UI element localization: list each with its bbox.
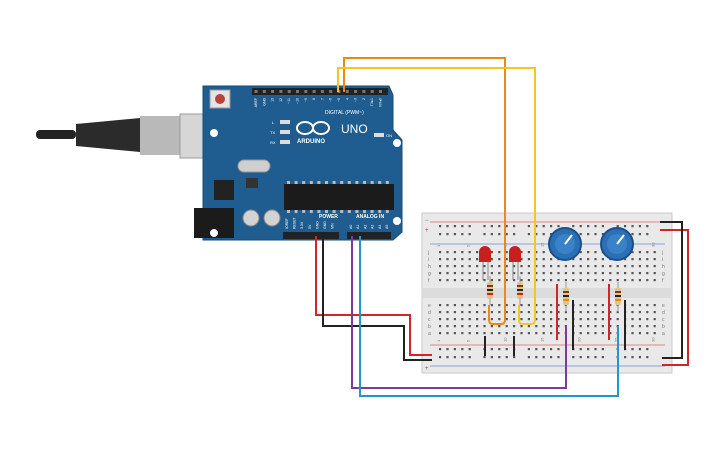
column-number: 5: [466, 244, 471, 247]
led-l-label: L: [272, 120, 275, 125]
row-letter: f: [428, 278, 430, 284]
row-letter: d: [662, 310, 665, 316]
led-tx-label: TX: [270, 130, 275, 135]
digital-pin-label: TX▸1: [370, 98, 374, 106]
row-letter: i: [662, 257, 663, 263]
digital-pin-label: ~6: [329, 98, 333, 102]
row-letter: c: [662, 317, 665, 323]
digital-pin-label: ~10: [296, 98, 300, 104]
row-letter: j: [427, 250, 429, 256]
wire-black-rail[interactable]: [660, 221, 683, 359]
digital-pin-label: ~5: [337, 98, 341, 102]
analog-pin-label: A3: [371, 225, 375, 229]
analog-pin-label: A5: [385, 225, 389, 229]
rail-plus-top: +: [425, 228, 429, 234]
analog-pin-label: A0: [349, 225, 353, 229]
digital-pin-label: 2: [362, 98, 366, 100]
column-number: 1: [436, 339, 441, 342]
digital-label: DIGITAL (PWM~): [325, 110, 364, 116]
led-1[interactable]: [479, 246, 491, 280]
column-number: 15: [540, 242, 545, 247]
row-letter: d: [428, 310, 431, 316]
row-letter: j: [661, 250, 663, 256]
arduino-logo-icon: [296, 121, 330, 135]
digital-pin-label: 4: [345, 98, 349, 100]
power-pin-label: VIN: [331, 223, 335, 229]
column-number: 5: [466, 339, 471, 342]
digital-pin-label: 8: [312, 98, 316, 100]
wire-black-gnd[interactable]: [322, 236, 432, 361]
row-letter: e: [428, 303, 431, 309]
digital-pin-label: GND: [262, 98, 266, 106]
row-letter: c: [428, 317, 431, 323]
row-letter: i: [428, 257, 429, 263]
column-number: 15: [540, 337, 545, 342]
analog-pin-label: A1: [356, 225, 360, 229]
potentiometer-2[interactable]: [600, 227, 634, 261]
arduino-uno-board[interactable]: AREF GND 13 12 ~11 ~10 ~9 8 7 ~6 ~5 4 ~3 2 TX▸1 RX◂0 DI…: [194, 85, 403, 241]
digital-pin-label: 13: [271, 98, 275, 102]
wire-yellow[interactable]: [337, 67, 536, 325]
row-letter: a: [662, 331, 665, 337]
analog-pin-label: A4: [378, 225, 382, 229]
power-label: POWER: [319, 214, 338, 220]
power-pin-label: 5V: [308, 224, 312, 229]
crystal-oscillator: [237, 159, 271, 173]
led-2[interactable]: [509, 246, 521, 280]
row-letter: b: [662, 324, 665, 330]
power-pin-label: RESET: [293, 216, 297, 229]
column-number: 1: [436, 244, 441, 247]
analog-pin-label: A2: [363, 225, 367, 229]
digital-pin-label: 7: [320, 98, 324, 100]
row-letter: h: [428, 264, 431, 270]
power-header: [283, 232, 339, 239]
column-number: 25: [614, 337, 619, 342]
row-letter: a: [428, 331, 431, 337]
wire-blue-a2[interactable]: [359, 236, 619, 397]
digital-pin-label: 12: [279, 98, 283, 102]
led-on-label: ON: [386, 133, 392, 138]
row-letter: e: [662, 303, 665, 309]
column-number: 10: [503, 337, 508, 342]
power-pin-label: GND: [323, 221, 327, 229]
digital-pin-label: ~3: [354, 98, 358, 102]
row-letter: g: [428, 271, 431, 277]
rail-plus-bottom: +: [425, 366, 429, 372]
led-rx-label: RX: [270, 140, 276, 145]
resistor-3[interactable]: [563, 282, 569, 312]
digital-pin-label: RX◂0: [379, 98, 383, 107]
digital-header: [252, 88, 388, 95]
resistor-2[interactable]: [517, 276, 523, 305]
row-letter: b: [428, 324, 431, 330]
board-model: UNO: [341, 122, 368, 136]
column-number: 30: [651, 242, 656, 247]
power-pin-label: IOREF: [285, 218, 289, 229]
board-brand: ARDUINO: [297, 139, 325, 145]
digital-pin-label: ~11: [287, 98, 291, 104]
wire-orange[interactable]: [343, 57, 506, 325]
wires: [315, 57, 689, 397]
row-letter: g: [662, 271, 665, 277]
digital-pin-label: AREF: [254, 98, 258, 107]
rail-minus-top: −: [425, 218, 429, 224]
analog-header: [347, 232, 391, 239]
resistor-4[interactable]: [615, 282, 621, 312]
power-pin-label: 3.3V: [300, 221, 304, 229]
potentiometer-1[interactable]: [548, 227, 582, 261]
power-pin-label: GND: [315, 221, 319, 229]
analog-label: ANALOG IN: [356, 214, 384, 220]
resistor-1[interactable]: [487, 276, 493, 305]
digital-pin-label: ~9: [304, 98, 308, 102]
wire-red-rail[interactable]: [660, 229, 689, 366]
row-letter: f: [662, 278, 664, 284]
row-letter: h: [662, 264, 665, 270]
column-number: 20: [577, 337, 582, 342]
atmega-chip: [284, 184, 394, 210]
wire-red-5v[interactable]: [315, 236, 432, 356]
column-number: 30: [651, 337, 656, 342]
wire-purple-a1[interactable]: [351, 236, 567, 389]
